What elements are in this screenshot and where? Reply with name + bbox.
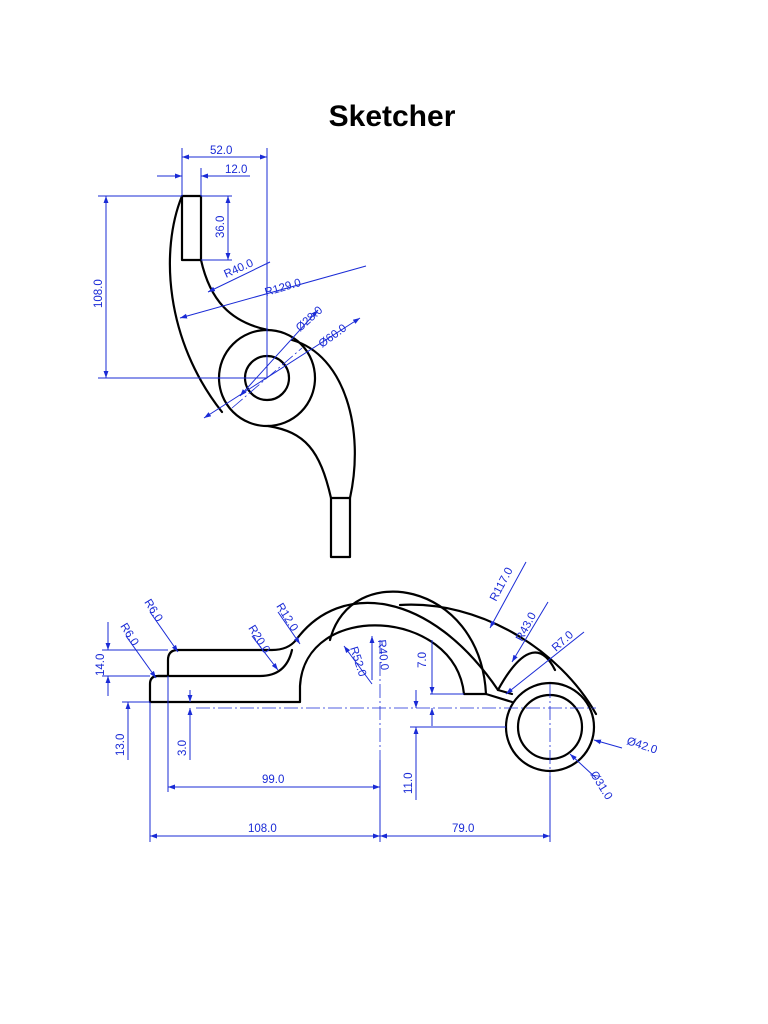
inner-fillet-bottom <box>266 424 333 500</box>
dim-dia60: Ø60.0 <box>317 322 349 350</box>
dim-7: 7.0 <box>417 652 429 668</box>
bottom-slot-rect <box>329 496 352 559</box>
arm-join-line <box>484 692 514 704</box>
dim-dia28: Ø28.0 <box>294 304 325 334</box>
dim-52: 52.0 <box>210 145 232 157</box>
front-view: 14.0 13.0 3.0 R6.0 R6.0 R20.0 R12.0 R52.… <box>95 561 659 842</box>
dim-11: 11.0 <box>403 772 415 794</box>
dim-r43: R43.0 <box>514 611 539 644</box>
dim-79: 79.0 <box>452 823 474 835</box>
dim-99: 99.0 <box>262 774 284 786</box>
dim-36: 36.0 <box>215 216 227 238</box>
dim-r117: R117.0 <box>488 566 516 604</box>
front-boss-inner <box>516 693 584 761</box>
dim-dia31: Ø31.0 <box>587 769 614 802</box>
dim-108-top: 108.0 <box>93 279 105 308</box>
dim-3: 3.0 <box>177 740 189 756</box>
front-inner-profile <box>148 590 488 704</box>
top-view-dimensions: 52.0 12.0 36.0 108.0 R40.0 R129.0 Ø28.0 … <box>93 145 367 419</box>
dim-r6-lower: R6.0 <box>117 621 140 648</box>
dim-14: 14.0 <box>95 654 107 676</box>
outer-arm-curve-top <box>168 194 224 414</box>
dim-r6-upper: R6.0 <box>141 597 164 624</box>
dim-108-front: 108.0 <box>248 823 277 835</box>
arm-inner-sweep <box>496 651 557 692</box>
dim-dia42: Ø42.0 <box>625 735 659 756</box>
dim-r52: R52.0 <box>347 645 368 678</box>
top-view: 52.0 12.0 36.0 108.0 R40.0 R129.0 Ø28.0 … <box>93 145 367 559</box>
dim-r40-front: R40.0 <box>375 639 390 671</box>
arm-outer-sweep <box>398 603 598 716</box>
dim-12: 12.0 <box>225 164 247 176</box>
dim-r12: R12.0 <box>273 601 299 633</box>
dim-13: 13.0 <box>115 734 127 756</box>
dim-r129: R129.0 <box>264 277 303 299</box>
top-view-outline <box>168 194 356 559</box>
front-outer-profile <box>148 601 514 704</box>
page-title: Sketcher <box>328 100 456 133</box>
top-slot-rect <box>180 194 203 262</box>
front-step-line <box>156 648 294 678</box>
